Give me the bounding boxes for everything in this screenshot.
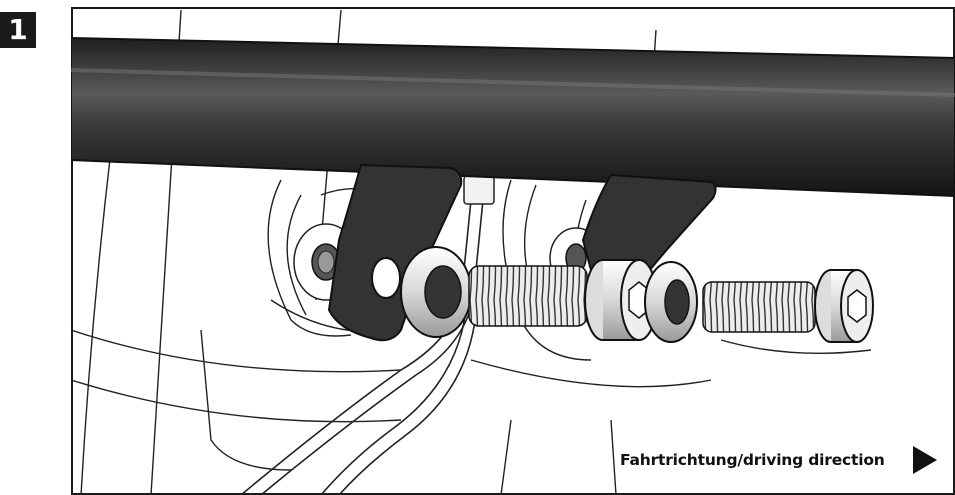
bracket-left [327, 163, 463, 342]
illustration-frame [71, 0, 955, 495]
bracket-left-hole [371, 257, 401, 299]
bolt-left-thread [468, 265, 588, 327]
step-number-badge: 1 [0, 12, 36, 48]
handlebar-tube [71, 36, 955, 198]
assembly-illustration [71, 7, 955, 495]
triangle-right-icon [913, 446, 937, 474]
driving-direction-label: Fahrtrichtung/driving direction [620, 451, 885, 469]
cable-connector [463, 175, 495, 205]
washer-right [644, 261, 698, 343]
tube-highlight [71, 68, 955, 97]
bolt-right-head [814, 269, 874, 343]
washer-left [400, 246, 472, 338]
frame-border [71, 7, 955, 495]
bolt-right-thread [702, 281, 816, 333]
bracket-right [581, 173, 717, 277]
